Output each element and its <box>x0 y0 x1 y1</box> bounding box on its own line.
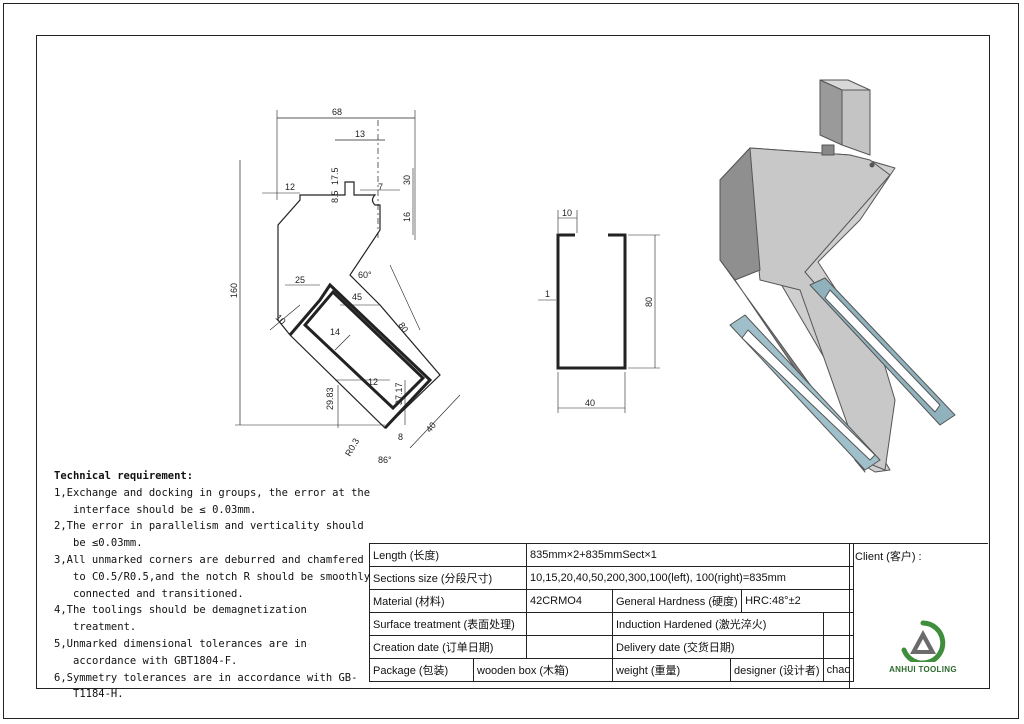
hardness-label: General Hardness (硬度) <box>611 589 743 613</box>
dim-40: 40 <box>424 420 438 434</box>
package-label: Package (包装) <box>369 658 474 682</box>
logo-icon <box>901 620 946 666</box>
delivery-label: Delivery date (交货日期) <box>612 635 824 659</box>
sec-dim-80: 80 <box>644 297 654 307</box>
requirement-item: 5,Unmarked dimensional tolerances are in… <box>54 637 307 667</box>
dim-13: 13 <box>355 129 365 139</box>
dim-16: 16 <box>402 212 412 222</box>
sec-dim-1: 1 <box>545 289 550 299</box>
technical-title: Technical requirement: <box>54 470 194 482</box>
dim-60deg: 60° <box>358 270 372 280</box>
dim-86deg: 86° <box>378 455 392 465</box>
tool-3d-view <box>719 79 956 473</box>
requirement-item: 6,Symmetry tolerances are in accordance … <box>54 671 358 701</box>
client-block: Client (客户) : ANHUI TOOLING <box>849 543 988 688</box>
dim-10: 10 <box>274 312 288 326</box>
requirement-item: 1,Exchange and docking in groups, the er… <box>54 486 371 516</box>
sec-dim-40: 40 <box>585 398 595 408</box>
dim-30: 30 <box>402 175 412 185</box>
package-value: wooden box (木箱) <box>473 658 613 682</box>
dim-8: 8 <box>398 432 403 442</box>
creation-value <box>526 635 613 659</box>
requirement-item: 3,All unmarked corners are deburred and … <box>54 553 371 600</box>
dim-160: 160 <box>229 283 239 298</box>
dim-37-17: 37.17 <box>394 382 404 405</box>
surface-label: Surface treatment (表面处理) <box>369 612 527 636</box>
dim-45: 45 <box>352 292 362 302</box>
profile-drawing: 68 13 17.5 8.5 12 7 30 16 160 60° 25 45 … <box>229 107 461 465</box>
client-label: Client (客户) : <box>855 551 922 563</box>
surface-value: Induction Hardened (激光淬火) <box>612 612 824 636</box>
dim-25: 25 <box>295 275 305 285</box>
surface-empty <box>526 612 613 636</box>
section-drawing: 10 80 40 1 <box>538 208 660 413</box>
dim-7: 7 <box>378 182 383 192</box>
dim-29-83: 29.83 <box>325 387 335 410</box>
length-value: 835mm×2+835mmSect×1 <box>525 543 855 567</box>
hardness-value: HRC:48°±2 <box>741 589 855 613</box>
anhui-tooling-logo: ANHUI TOOLING <box>878 620 968 674</box>
dim-12-top: 12 <box>285 182 295 192</box>
sec-dim-10: 10 <box>562 208 572 218</box>
title-block-table: Length (长度) 835mm×2+835mmSect×1 Sections… <box>369 543 855 682</box>
dim-r0-3: R0.3 <box>343 437 361 458</box>
length-label: Length (长度) <box>369 543 527 567</box>
outer-frame <box>3 3 1019 719</box>
sections-value: 10,15,20,40,50,200,300,100(left), 100(ri… <box>525 566 855 590</box>
dim-17-5: 17.5 <box>330 167 340 185</box>
logo-text: ANHUI TOOLING <box>889 665 957 674</box>
sections-label: Sections size (分段尺寸) <box>369 566 527 590</box>
material-value: 42CRMO4 <box>526 589 613 613</box>
dim-68: 68 <box>332 107 342 117</box>
designer-label: designer (设计者) <box>730 658 824 682</box>
requirement-item: 2,The error in parallelism and verticali… <box>54 520 364 550</box>
technical-requirements: Technical requirement: 1,Exchange and do… <box>54 468 374 703</box>
creation-label: Creation date (订单日期) <box>369 635 527 659</box>
dim-14: 14 <box>330 327 340 337</box>
requirement-item: 4,The toolings should be demagnetization… <box>54 604 307 634</box>
material-label: Material (材料) <box>369 589 527 613</box>
weight-label: weight (重量) <box>612 658 731 682</box>
dim-8-5: 8.5 <box>330 190 340 203</box>
dim-80: 80 <box>396 320 410 334</box>
drawing-frame <box>36 35 990 689</box>
dim-12-bottom: 12 <box>368 377 378 387</box>
